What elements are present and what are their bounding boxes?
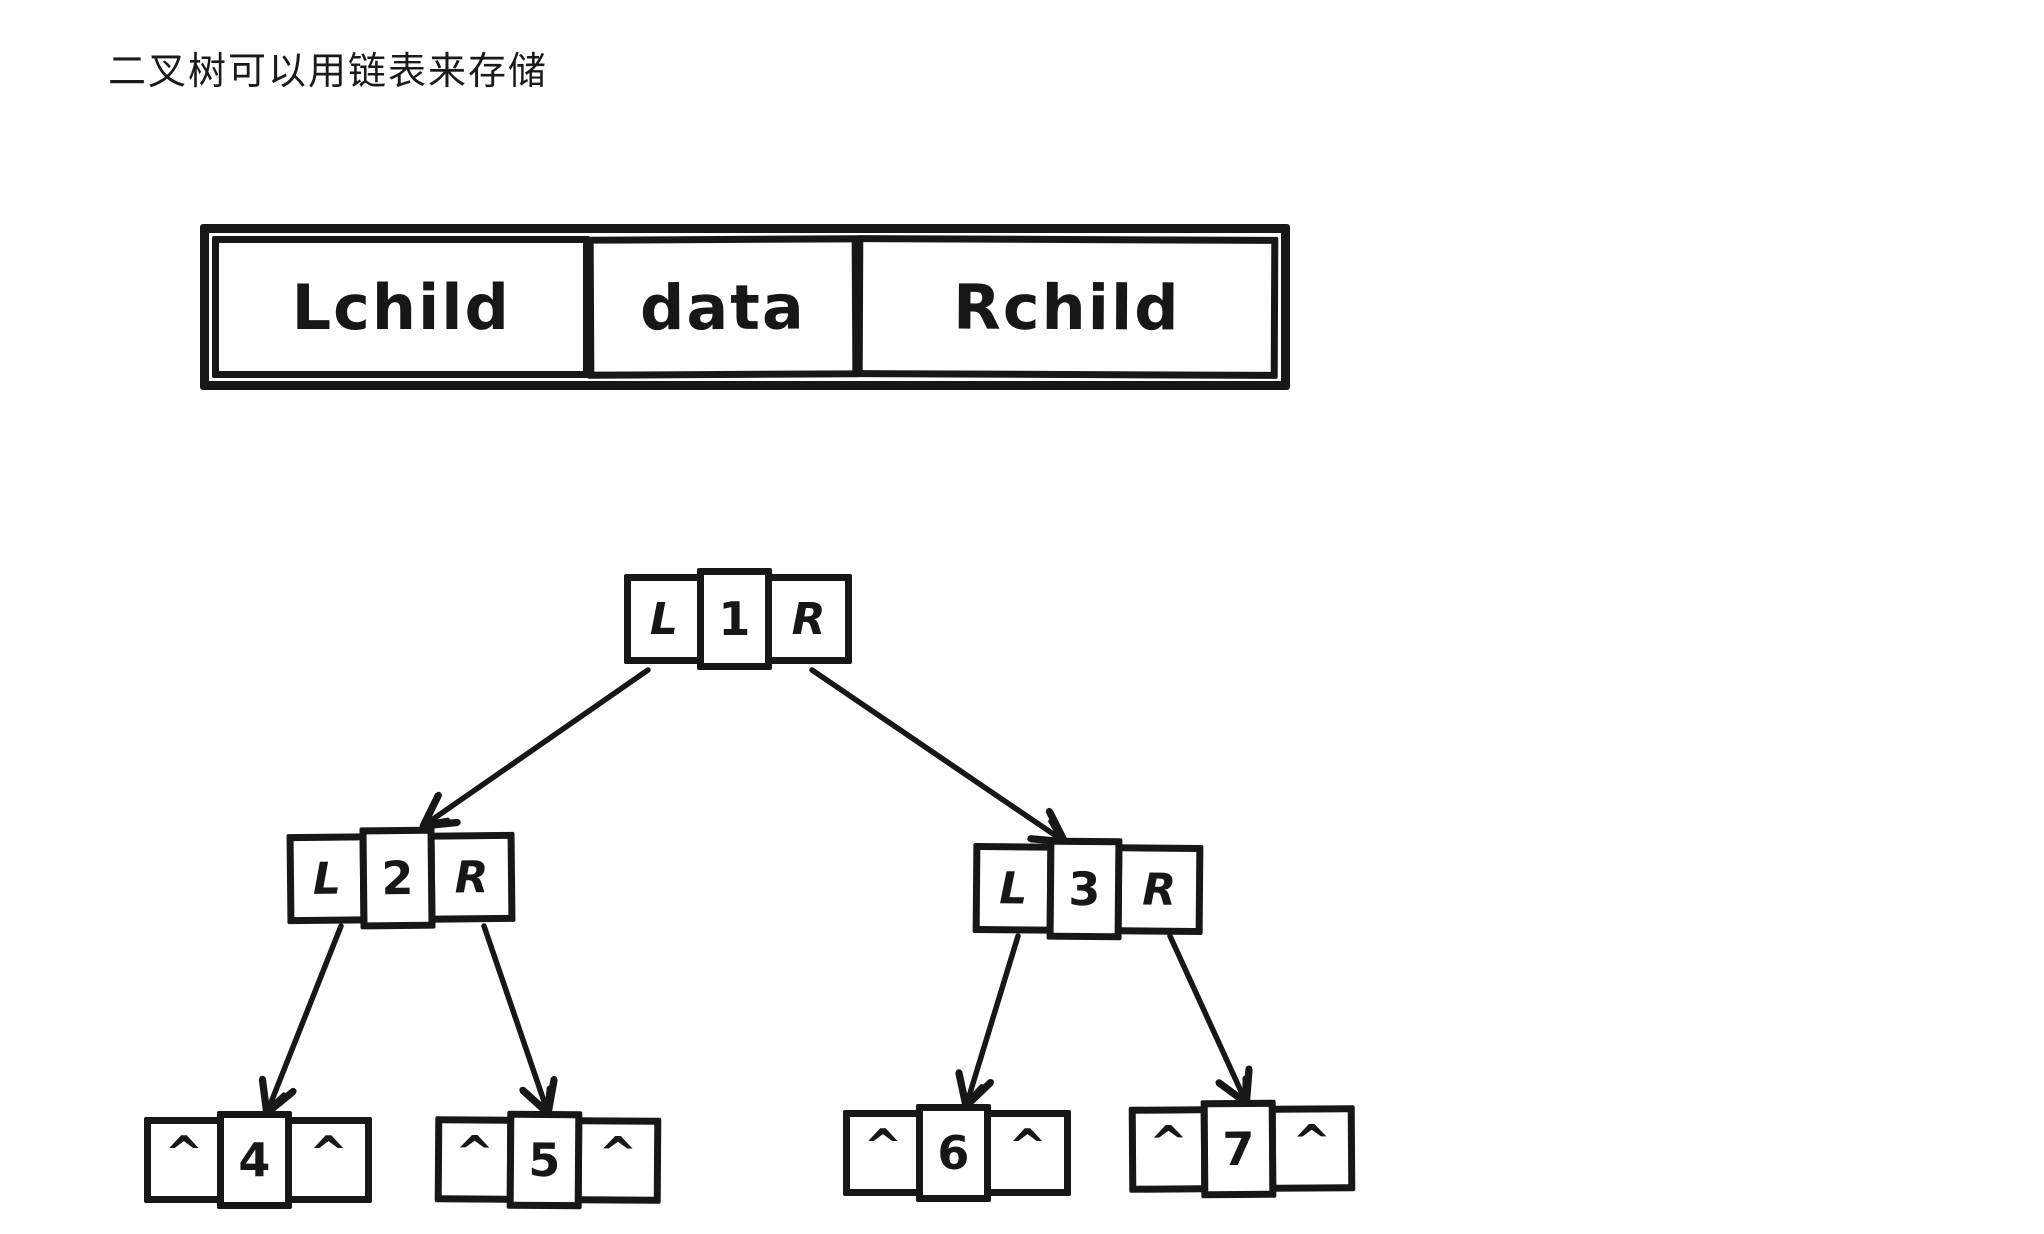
node-1-right-pointer-cell: R bbox=[765, 574, 852, 664]
edge-3-to-6 bbox=[967, 933, 1021, 1103]
edge-1-to-3 bbox=[809, 667, 1062, 840]
page-title: 二叉树可以用链表来存储 bbox=[108, 49, 549, 93]
node-2-left-pointer-cell: L bbox=[286, 833, 368, 925]
node-7-left-null-symbol: ^ bbox=[1149, 1115, 1188, 1170]
node-3-data-value: 3 bbox=[1068, 861, 1101, 917]
edge-3-to-7 bbox=[1167, 933, 1245, 1100]
node-2-data-cell: 2 bbox=[359, 826, 436, 930]
node-4-left-null-cell: ^ bbox=[144, 1117, 224, 1203]
record-cell-data: data bbox=[587, 235, 860, 379]
node-7-left-null-cell: ^ bbox=[1128, 1106, 1209, 1193]
node-4-right-null-cell: ^ bbox=[285, 1117, 372, 1203]
tree-node-3: L 3 R bbox=[972, 837, 1204, 941]
record-cell-rchild: Rchild bbox=[855, 235, 1279, 379]
node-1-data-cell: 1 bbox=[696, 568, 773, 670]
tree-node-5: ^ 5 ^ bbox=[434, 1110, 662, 1210]
tree-node-4: ^ 4 ^ bbox=[144, 1111, 372, 1209]
node-7-right-null-symbol: ^ bbox=[1292, 1114, 1332, 1169]
node-3-left-pointer-label: L bbox=[998, 862, 1028, 914]
node-6-right-null-cell: ^ bbox=[984, 1110, 1071, 1196]
node-4-data-value: 4 bbox=[238, 1133, 271, 1187]
node-2-data-value: 2 bbox=[381, 850, 414, 906]
node-1-data-value: 1 bbox=[718, 592, 751, 646]
node-5-right-null-symbol: ^ bbox=[598, 1126, 638, 1181]
node-6-left-null-cell: ^ bbox=[843, 1110, 923, 1196]
node-2-right-pointer-label: R bbox=[454, 851, 489, 903]
node-5-left-null-cell: ^ bbox=[434, 1116, 515, 1203]
tree-node-1: L 1 R bbox=[624, 568, 852, 670]
edge-1-to-2 bbox=[426, 667, 651, 824]
node-1-left-pointer-cell: L bbox=[624, 574, 704, 664]
node-5-right-null-cell: ^ bbox=[574, 1117, 662, 1204]
node-4-left-null-symbol: ^ bbox=[164, 1126, 204, 1180]
edge-2-to-5 bbox=[481, 923, 547, 1110]
node-2-right-pointer-cell: R bbox=[427, 831, 516, 923]
tree-node-6: ^ 6 ^ bbox=[843, 1104, 1071, 1202]
node-4-data-cell: 4 bbox=[216, 1111, 293, 1209]
node-3-right-pointer-cell: R bbox=[1114, 844, 1204, 936]
node-1-right-pointer-label: R bbox=[791, 593, 826, 645]
node-3-left-pointer-cell: L bbox=[972, 842, 1054, 934]
tree-node-7: ^ 7 ^ bbox=[1128, 1099, 1356, 1199]
record-structure-box: Lchild data Rchild bbox=[200, 224, 1290, 390]
node-7-data-value: 7 bbox=[1222, 1121, 1255, 1177]
node-3-data-cell: 3 bbox=[1046, 837, 1123, 941]
node-1-left-pointer-label: L bbox=[649, 593, 678, 645]
record-cell-lchild: Lchild bbox=[212, 236, 591, 378]
edge-2-to-4 bbox=[268, 923, 344, 1110]
node-6-right-null-symbol: ^ bbox=[1008, 1119, 1047, 1173]
node-6-data-value: 6 bbox=[937, 1126, 970, 1180]
node-7-right-null-cell: ^ bbox=[1268, 1105, 1356, 1192]
node-6-data-cell: 6 bbox=[915, 1104, 992, 1202]
node-2-left-pointer-label: L bbox=[312, 853, 342, 905]
node-5-data-cell: 5 bbox=[506, 1110, 583, 1210]
node-3-right-pointer-label: R bbox=[1142, 863, 1177, 916]
node-6-left-null-symbol: ^ bbox=[863, 1119, 903, 1173]
node-5-left-null-symbol: ^ bbox=[455, 1125, 495, 1180]
node-4-right-null-symbol: ^ bbox=[309, 1126, 348, 1180]
tree-node-2: L 2 R bbox=[286, 826, 516, 930]
node-5-data-value: 5 bbox=[528, 1132, 561, 1188]
node-7-data-cell: 7 bbox=[1200, 1099, 1277, 1199]
